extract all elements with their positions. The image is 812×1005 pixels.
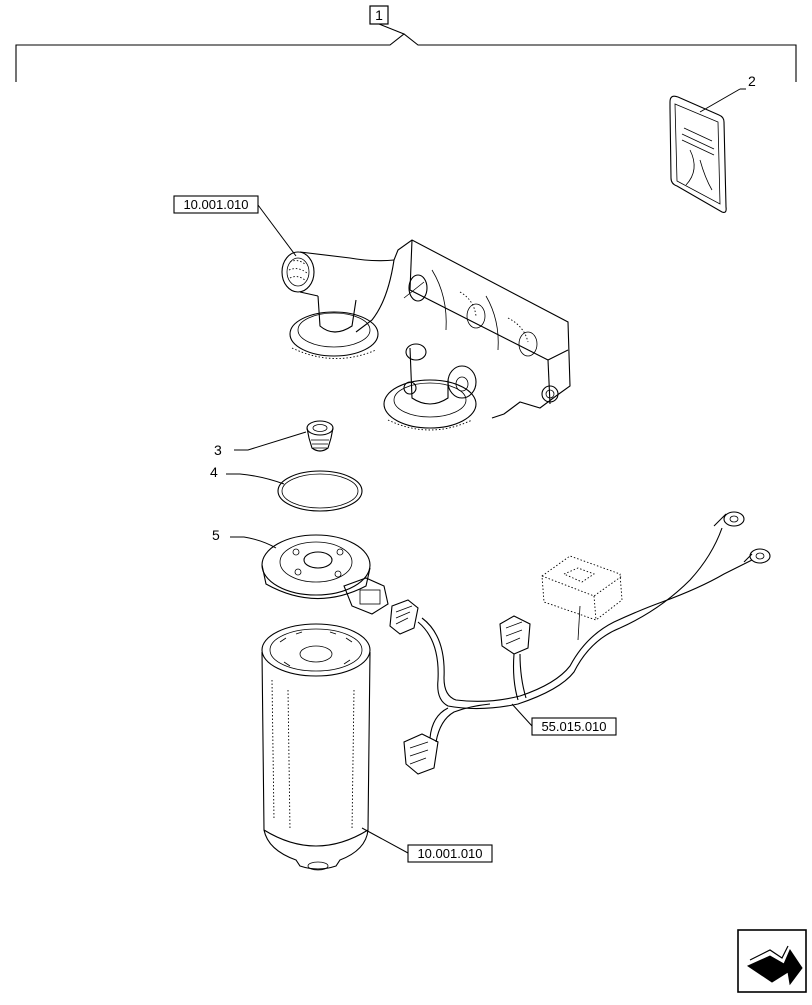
callout-2: 2: [748, 73, 756, 89]
ref-filter-cartridge[interactable]: 10.001.010: [417, 846, 482, 861]
ref-box-wiring-harness: [531, 717, 617, 736]
wiring-harness: 55.015.010: [389, 511, 771, 775]
next-page-arrow-icon[interactable]: [737, 929, 807, 993]
drain-plug: 3: [214, 420, 334, 458]
callout-3: 3: [214, 442, 222, 458]
ref-wiring-harness[interactable]: 55.015.010: [541, 719, 606, 734]
filter-cartridge: 10.001.010: [261, 623, 493, 871]
filter-base-module: 5: [212, 527, 389, 615]
callout-4: 4: [210, 464, 218, 480]
ref-filter-head[interactable]: 10.001.010: [183, 197, 248, 212]
callout-5: 5: [212, 527, 220, 543]
filter-head: 10.001.010: [173, 195, 571, 431]
ref-box-filter-head: [173, 195, 259, 214]
o-ring: 4: [210, 464, 363, 512]
assembly-number: 1: [375, 7, 383, 23]
instruction-booklet: 2: [669, 73, 756, 213]
assembly-bracket: 1: [15, 5, 797, 82]
ref-box-filter-cartridge: [407, 844, 493, 863]
